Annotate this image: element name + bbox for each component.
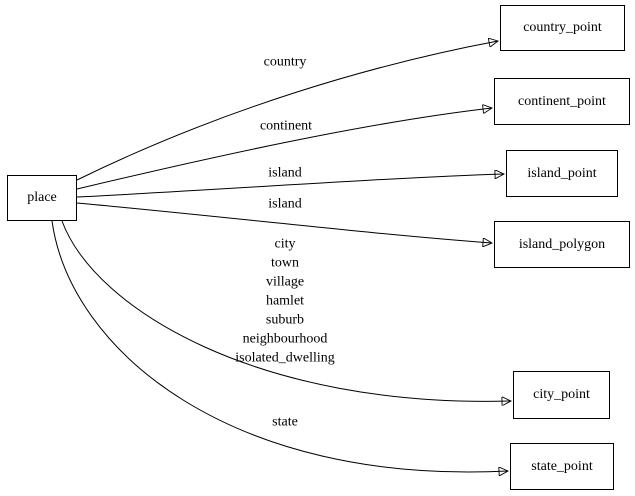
- edge-place-continent_point: [76, 108, 492, 190]
- edge-label-island-point: island: [268, 165, 302, 181]
- edge-label-continent: continent: [259, 118, 313, 134]
- edge-place-island_polygon: [76, 202, 492, 243]
- node-island-point-label: island_point: [527, 165, 597, 181]
- edge-place-country_point: [76, 41, 498, 181]
- node-island-point: island_point: [506, 150, 618, 197]
- edge-place-island_point: [76, 174, 504, 198]
- edge-label-island-polygon: island: [268, 196, 302, 212]
- node-country-point-label: country_point: [523, 20, 602, 35]
- edge-label-state: state: [272, 414, 298, 430]
- edge-label-country: country: [263, 54, 307, 70]
- node-continent-point: continent_point: [494, 78, 630, 125]
- edge-place-city_point: [61, 220, 511, 401]
- edge-place-state_point: [51, 220, 508, 472]
- node-place: place: [7, 175, 77, 221]
- node-city-point-label: city_point: [533, 387, 590, 402]
- node-state-point-label: state_point: [531, 458, 593, 474]
- node-state-point: state_point: [510, 443, 614, 490]
- node-island-polygon: island_polygon: [494, 221, 630, 268]
- node-place-label: place: [27, 190, 57, 205]
- node-country-point: country_point: [500, 5, 625, 51]
- node-continent-point-label: continent_point: [518, 93, 606, 109]
- node-city-point: city_point: [513, 371, 610, 419]
- node-island-polygon-label: island_polygon: [518, 236, 606, 252]
- edge-label-city-group: city town village hamlet suburb neighbou…: [235, 236, 335, 366]
